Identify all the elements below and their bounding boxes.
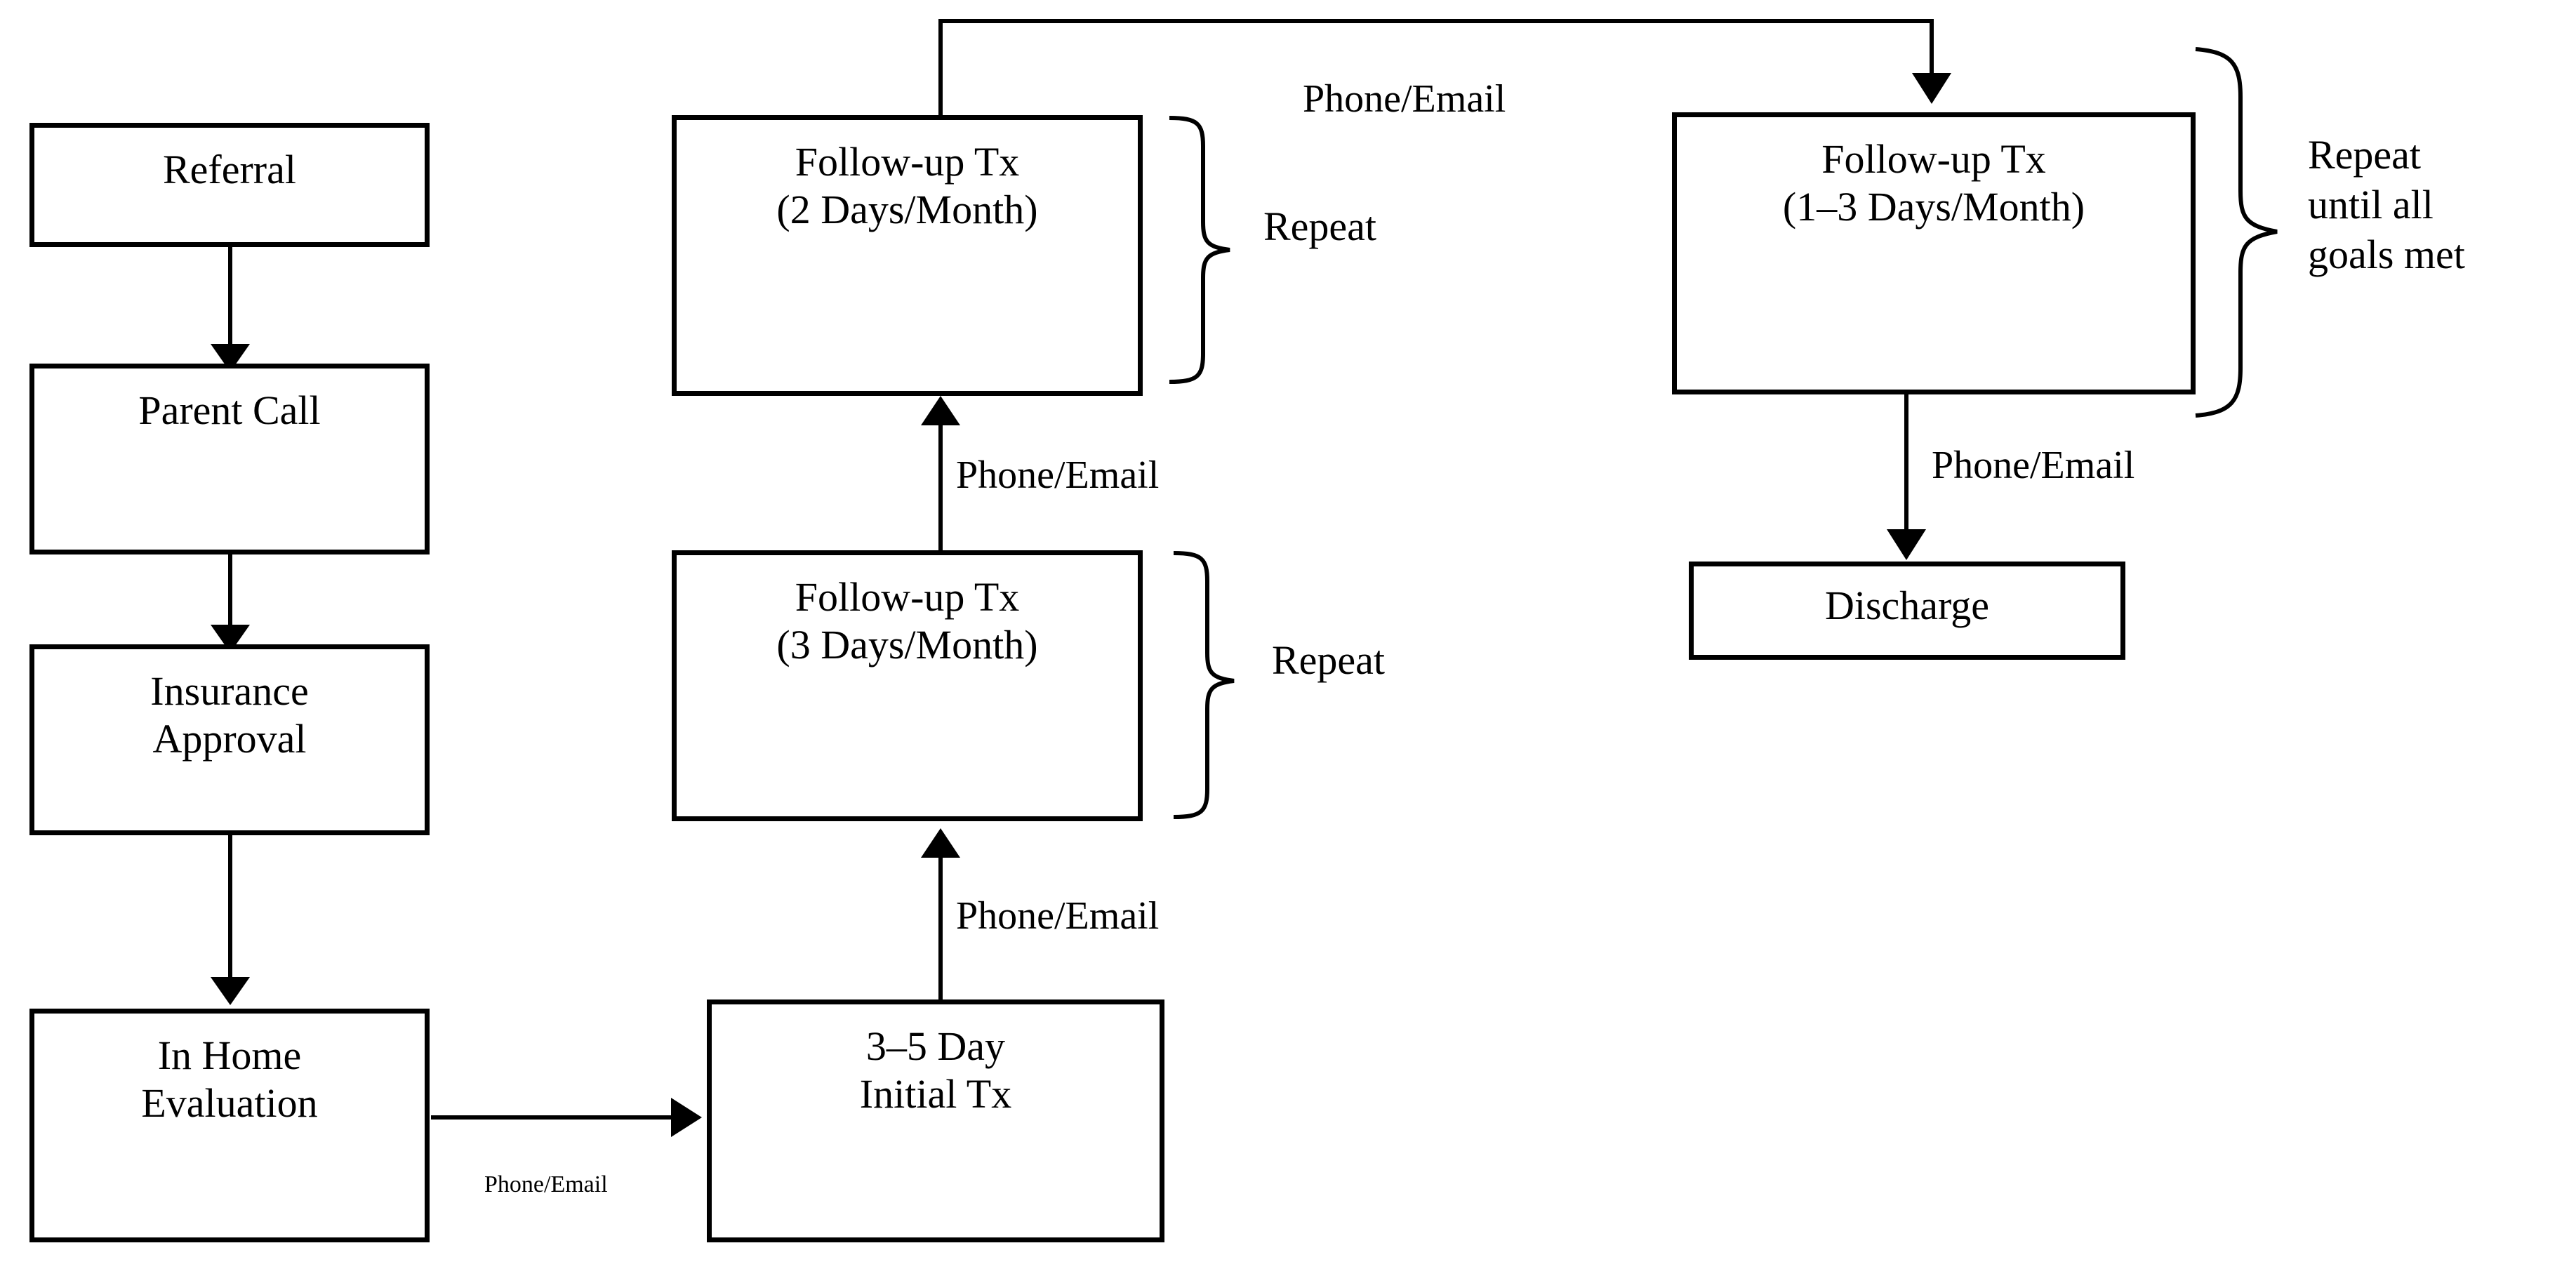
edge-label-3day-to-2day: Phone/Email [956,453,1160,497]
brace-repeat-2day [1169,116,1230,384]
node-followup-tx-3-days[interactable]: Follow-up Tx (3 Days/Month) [672,550,1143,821]
node-discharge[interactable]: Discharge [1689,562,2125,660]
node-followup-tx-1-3-days-line-2: (1–3 Days/Month) [1782,184,2085,230]
edge-in-home-eval-to-initial-tx [431,1098,702,1137]
node-referral-line-1: Referral [163,147,296,192]
edge-label-eval-to-initial: Phone/Email [484,1171,608,1197]
node-initial-tx-line-1: 3–5 Day [865,1023,1006,1069]
node-followup-tx-3-days-line-1: Follow-up Tx [795,574,1020,620]
edge-initial-tx-to-followup-3day [921,828,960,999]
brace-label-repeat-until-goals: Repeat until all goals met [2308,132,2465,277]
brace-repeat-3day [1173,551,1235,819]
node-parent-call[interactable]: Parent Call [29,364,430,554]
node-followup-tx-2-days-line-2: (2 Days/Month) [776,187,1038,233]
node-in-home-evaluation[interactable]: In Home Evaluation [29,1009,430,1242]
edge-insurance-to-in-home-eval [211,835,250,1005]
brace-label-repeat-3day: Repeat [1272,637,1386,683]
node-followup-tx-1-3-days-line-1: Follow-up Tx [1821,136,2046,182]
node-discharge-line-1: Discharge [1824,583,1990,628]
brace-repeat-until-goals [2195,47,2278,418]
node-referral[interactable]: Referral [29,123,430,247]
node-insurance-approval-line-1: Insurance [150,668,309,714]
edge-followup-2day-to-followup-1-3day [938,19,1951,118]
node-initial-tx-line-2: Initial Tx [859,1071,1012,1117]
edge-followup-1-3day-to-discharge [1887,394,1926,560]
node-followup-tx-3-days-line-2: (3 Days/Month) [776,622,1038,668]
node-insurance-approval-line-2: Approval [152,716,307,762]
node-followup-tx-1-3-days[interactable]: Follow-up Tx (1–3 Days/Month) [1672,112,2196,394]
brace-label-repeat-2day: Repeat [1263,204,1377,249]
node-followup-tx-2-days[interactable]: Follow-up Tx (2 Days/Month) [672,115,1143,396]
edge-parent-call-to-insurance [211,554,250,653]
node-parent-call-line-1: Parent Call [138,387,321,433]
edge-label-1-3day-to-discharge: Phone/Email [1932,444,2135,487]
edge-label-2day-to-1-3day: Phone/Email [1303,77,1506,121]
node-initial-tx[interactable]: 3–5 Day Initial Tx [707,999,1164,1242]
edge-label-initial-to-3day: Phone/Email [956,894,1160,938]
edge-followup-3day-to-followup-2day [921,396,960,550]
edge-referral-to-parent-call [211,247,250,372]
node-in-home-evaluation-line-1: In Home [157,1032,302,1078]
node-in-home-evaluation-line-2: Evaluation [141,1080,318,1127]
node-insurance-approval[interactable]: Insurance Approval [29,644,430,835]
node-followup-tx-2-days-line-1: Follow-up Tx [795,139,1020,185]
